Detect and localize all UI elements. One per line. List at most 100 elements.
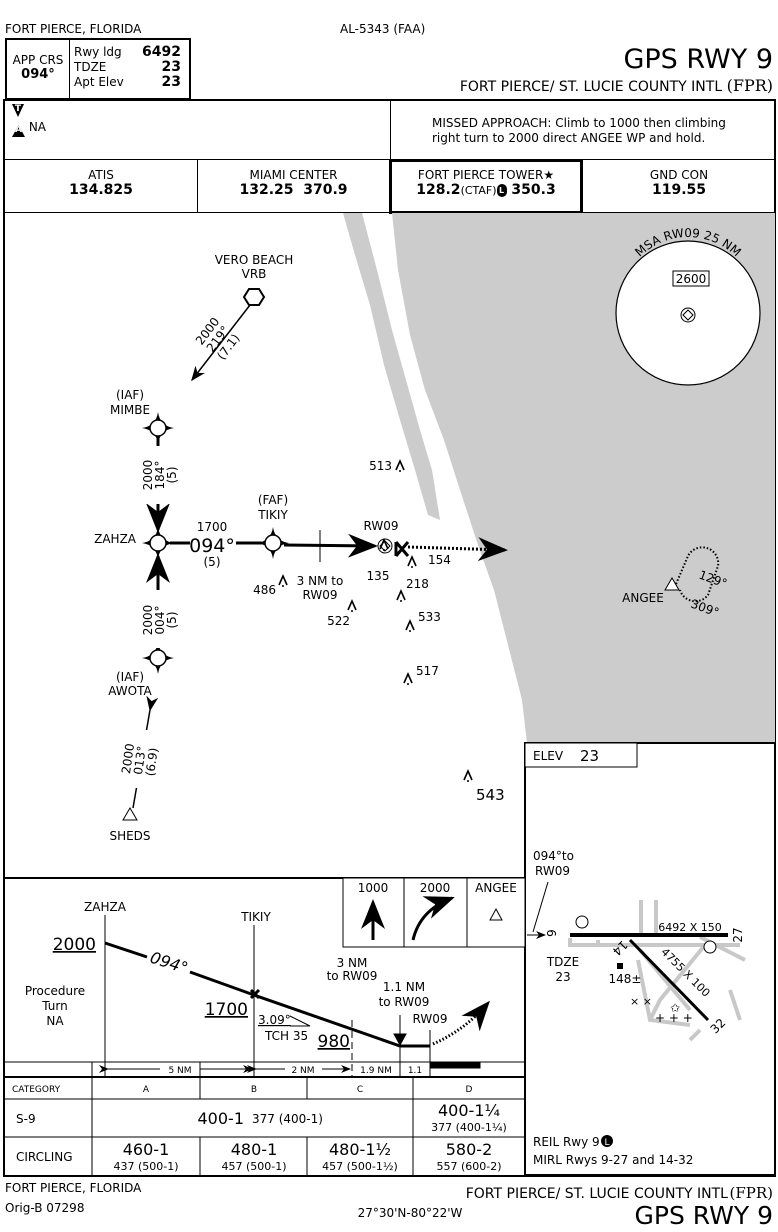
freq-value: 132.25 370.9 [239,182,348,198]
tower-uhf-freq: 350.3 [511,182,556,198]
minima-table [5,1062,525,1175]
leg-course: 013° [131,745,149,776]
msa-altitude: 2600 [676,272,707,286]
climb-altitude: 1000 [358,881,389,895]
segment-distance: 2 NM [291,1066,314,1076]
right-turn-arrow-icon [411,896,455,941]
turn-altitude: 2000 [420,881,451,895]
vgsi-icon [703,940,717,954]
stepdown-distance: to RW09 [379,995,430,1009]
briefing-values: 6492 23 23 [142,45,181,90]
freq-label: FORT PIERCE TOWER★ [417,168,555,182]
airport-name: FORT PIERCE/ ST. LUCIE COUNTY INTL (FPR) [460,76,773,95]
briefing-labels: Rwy ldg TDZE Apt Elev [74,45,124,90]
obstacle-building-icon [617,963,623,969]
vortac-icon [242,288,266,306]
obstacle-elevation: 218 [406,577,429,591]
fix-waypoint-icon [142,642,174,674]
obstacle-icon [407,555,417,567]
mirl-note: MIRL Rwys 9-27 and 14-32 [533,1153,693,1167]
freq-miami-center: MIAMI CENTER 132.25 370.9 [197,168,390,198]
stepdown-label: 3 NM to [297,574,344,588]
vrb-name: VERO BEACH [215,253,294,267]
leg-altitude: 2000 [119,743,137,775]
stepdown-distance: to RW09 [327,969,378,983]
rw09-name: RW09 [364,519,399,533]
tdze-label: TDZE [74,60,107,74]
obstacle-icon [463,769,473,781]
s9-abc-haa: 377 (400-1) [252,1112,323,1126]
runway-27-number: 27 [731,927,745,942]
leg-distance: (6.9) [143,747,161,777]
threshold-crossing-height: TCH 35 [264,1029,308,1043]
stepdown-altitude: 980 [318,1032,350,1052]
profile-tikiy: TIKIY [240,910,271,924]
app-crs-label: APP CRS [12,53,64,67]
vrb-id: VRB [242,267,267,281]
obstacle-elevation: 533 [418,610,441,624]
fix-waypoint-icon [257,527,289,559]
header-location: FORT PIERCE, FLORIDA [5,22,142,36]
sketch-course: 094°to [533,849,574,863]
missed-approach-point-icon [394,541,410,557]
rwy-ldg-value: 6492 [142,44,181,60]
msa-circle: MSA RW09 25 NM 2600 [615,226,761,386]
obstruction-marks: + + + [655,1011,693,1025]
circling-haa: 457 (500-1½) [322,1160,398,1173]
freq-label: MIAMI CENTER [249,168,338,182]
obstacle: 522 [327,599,357,628]
rwy-ldg-label: Rwy ldg [74,45,122,59]
fixes [142,412,289,674]
obstacle: 513 [369,459,405,473]
angee-name: ANGEE [622,591,664,605]
s9-abc-minimum: 400-1 [198,1109,245,1128]
obstacle-icon [379,538,389,550]
obstacle-elevation: 486 [253,583,276,597]
profile-view [5,915,525,1078]
profile-zahza: ZAHZA [84,900,127,914]
awota-name: AWOTA [108,684,152,698]
leg-course: 184° [153,461,167,490]
missed-approach-text: MISSED APPROACH: Climb to 1000 then clim… [432,116,726,146]
circling-haa: 457 (500-1) [221,1160,286,1173]
freq-label: GND CON [649,168,709,182]
runway-9-27-dimensions: 6492 X 150 [658,921,722,934]
freq-ground: GND CON 119.55 [583,168,775,198]
footer-location: FORT PIERCE, FLORIDA [5,1181,142,1195]
beacon-icon: ✩ [670,1001,680,1015]
leg-course: 004° [153,606,167,635]
missed-approach-line: right turn to 2000 direct ANGEE WP and h… [432,131,706,145]
segment-distance: 1.1 [408,1066,422,1076]
fix-waypoint-icon [142,412,174,444]
app-crs-cell: APP CRS 094° [7,40,70,98]
sketch-course: RW09 [535,864,570,878]
waypoint-triangle-icon [489,907,503,921]
freq-atis: ATIS 134.825 [5,168,197,198]
waypoint-icon [680,307,696,323]
obstacle: 135 [367,538,389,583]
divider [390,99,391,161]
app-crs-value: 094° [21,67,55,82]
runway-14-32 [628,938,710,1022]
freq-tower: FORT PIERCE TOWER★ 128.2(CTAF)L 350.3 [389,159,583,214]
final-altitude: 1700 [197,520,228,534]
circling-minimum: 480-1 [231,1140,278,1159]
minima-header: A [143,1085,150,1095]
obstacle-elevation: 522 [327,614,350,628]
obstacle-icon [395,459,405,471]
leg-altitude: 2000 [141,460,155,491]
tikiy-name: TIKIY [257,508,288,522]
obstacle: 543 [463,769,505,804]
obstacle: 154 [407,553,451,568]
reil-note: REIL Rwy 9 [533,1135,600,1149]
freq-value: 128.2(CTAF)L 350.3 [392,182,580,198]
waypoint-triangle-icon [664,577,680,591]
procedure-turn-note: Turn [41,999,67,1013]
airport-id: (FPR) [726,76,773,95]
stepdown-label: RW09 [303,588,338,602]
s9-label: S-9 [16,1112,36,1126]
footer-airport: FORT PIERCE/ ST. LUCIE COUNTY INTL [466,1186,728,1202]
segment-distance: 5 NM [168,1066,191,1076]
circling-haa: 557 (600-2) [436,1160,501,1173]
